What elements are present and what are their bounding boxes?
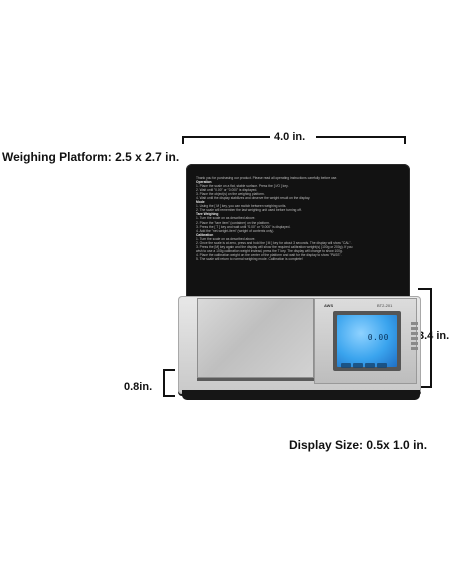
height-dimension-label: 3.4 in.: [418, 330, 450, 342]
width-measure-tick-right: [404, 136, 406, 144]
power-icon[interactable]: [341, 363, 351, 368]
instruction-line: 4. Place the calibration weight on the c…: [196, 252, 342, 257]
grip-ridge: [411, 337, 418, 340]
mode-icon[interactable]: [353, 363, 363, 368]
scale-base-bottom: [182, 390, 420, 400]
instruction-line: 5. The scale will return to normal weigh…: [196, 256, 303, 261]
height-measure-line: [430, 288, 432, 388]
instruction-line: 2. Once the scale is at zero, press and …: [196, 240, 352, 245]
lcd-display: 0.00: [337, 315, 397, 368]
scale-lid: Thank you for purchasing our product. Pl…: [186, 164, 410, 298]
count-icon[interactable]: [377, 363, 387, 368]
model-number: BT2-201: [377, 303, 393, 308]
display-size-label: Display Size: 0.5x 1.0 in.: [289, 438, 428, 452]
instruction-line: 1. Turn the scale on as described above.: [196, 236, 256, 241]
depth-measure-tick-top: [163, 369, 175, 371]
width-measure-line: [182, 136, 270, 138]
grip-ridge: [411, 327, 418, 330]
instruction-heading: Operation: [196, 180, 212, 185]
instruction-line: Thank you for purchasing our product. Pl…: [196, 176, 338, 180]
grip-ridge: [411, 332, 418, 335]
instruction-line: 1. Place the scale on a flat, stable sur…: [196, 184, 289, 189]
instruction-line: 3. Place the object(s) on the weighing p…: [196, 192, 265, 197]
lid-instructions: Thank you for purchasing our product. Pl…: [196, 176, 400, 294]
instruction-line: 4. Wait until the display stabilizes and…: [196, 196, 311, 201]
side-grip: [411, 322, 418, 358]
brand-logo: AWS: [324, 303, 334, 308]
instruction-line: 2. Wait until "0.00" or "0.000" is displ…: [196, 188, 258, 193]
instruction-line: 2. Place the "tare item" (container) on …: [196, 220, 270, 225]
width-measure-tick-left: [182, 136, 184, 144]
platform-dimension-label: Weighing Platform: 2.5 x 2.7 in.: [2, 150, 180, 164]
grip-ridge: [411, 342, 418, 345]
weighing-platform: [197, 298, 314, 378]
width-measure-line-right: [316, 136, 406, 138]
grip-ridge: [411, 322, 418, 325]
display-panel: AWS BT2-201 0.00: [314, 298, 417, 384]
touch-buttons[interactable]: [341, 355, 393, 368]
instruction-line: wish to use a 100g calibration weight in…: [196, 248, 343, 253]
depth-measure-line: [163, 369, 165, 397]
instruction-line: 4. Add the "net-weight-item" (weight of …: [196, 228, 275, 233]
lcd-reading: 0.00: [367, 333, 389, 342]
lcd-frame: 0.00: [333, 311, 401, 371]
grip-ridge: [411, 347, 418, 350]
instruction-line: 1. Turn the scale on as described above.: [196, 216, 256, 221]
instruction-heading: Tare Weighing: [196, 212, 219, 217]
instruction-line: 3. Press the [ T ] key and wait until "0…: [196, 224, 291, 229]
instruction-line: 2. The scale will remember the last weig…: [196, 208, 302, 213]
instruction-heading: Mode: [196, 200, 205, 205]
depth-dimension-label: 0.8in.: [124, 381, 153, 393]
instruction-heading: Calibration: [196, 232, 214, 237]
depth-measure-tick-bottom: [163, 395, 175, 397]
tare-icon[interactable]: [365, 363, 375, 368]
height-measure-tick-top: [418, 288, 432, 290]
height-measure-tick-bottom: [418, 386, 432, 388]
instruction-line: 3. Press the [M] key again and the displ…: [196, 244, 353, 249]
instruction-line: 1. Using the [ M ] key, you can switch b…: [196, 204, 287, 209]
width-dimension-label: 4.0 in.: [274, 131, 306, 143]
